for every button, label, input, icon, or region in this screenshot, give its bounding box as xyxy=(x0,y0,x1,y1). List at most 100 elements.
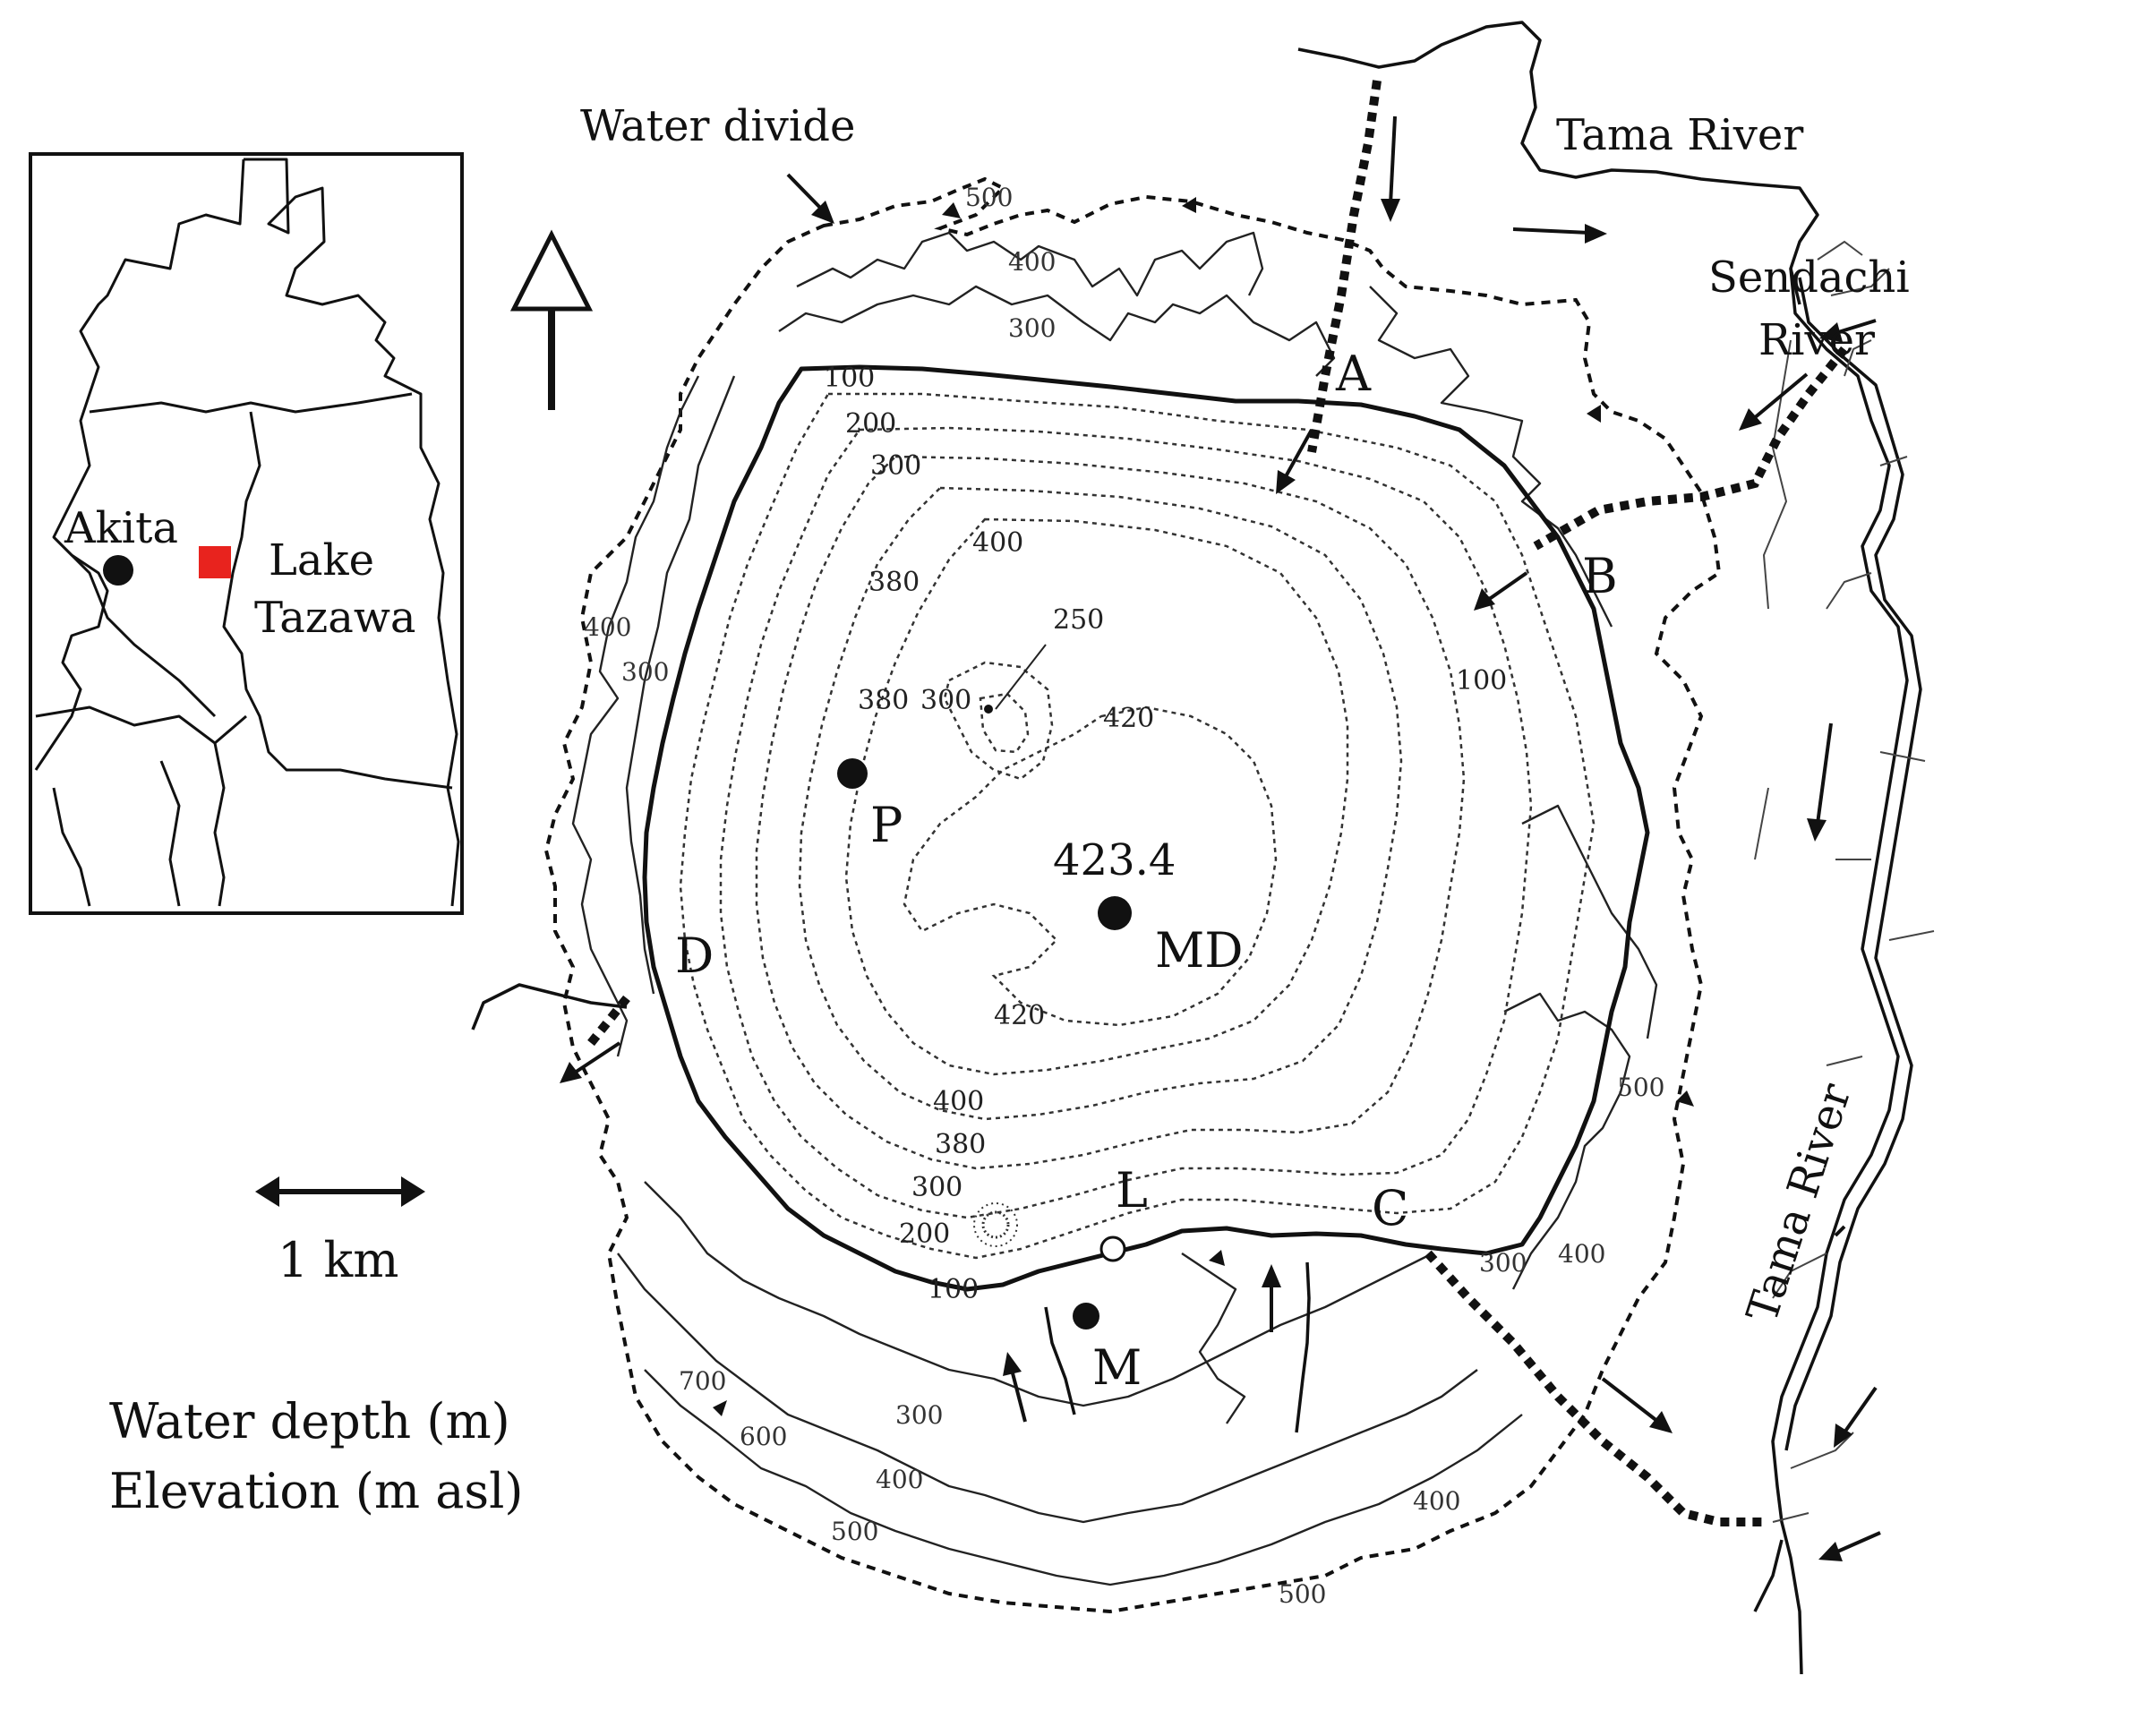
elev-label-700: 700 xyxy=(679,1366,726,1396)
scale-label: 1 km xyxy=(278,1232,398,1288)
river-tributaries-east xyxy=(1772,240,1935,1523)
crater-center-dot xyxy=(984,705,993,714)
depth-contour-200 xyxy=(719,426,1533,1219)
elevation-contour-ne xyxy=(1369,286,1613,628)
depth-label-400-top: 400 xyxy=(972,527,1023,559)
tama-river-main xyxy=(1771,268,1909,1675)
scale-bar: 1 km xyxy=(255,1176,425,1288)
depth-contour-crater-250 xyxy=(979,692,1030,754)
inflow-river-south-2 xyxy=(1295,1261,1311,1433)
depth-label-100-right: 100 xyxy=(1456,665,1507,697)
depth-contour-400 xyxy=(844,517,1349,1076)
lake-label-line1: Lake xyxy=(269,535,374,586)
elevation-contour-north-2 xyxy=(778,285,1336,377)
arrow-icon xyxy=(1834,1225,1846,1237)
site-MD-marker xyxy=(1098,896,1132,930)
tama-river-upper xyxy=(1297,21,1819,305)
channel-A xyxy=(1307,80,1382,453)
depth-label-250: 250 xyxy=(1053,604,1104,636)
inset-region-outline xyxy=(34,158,460,907)
depth-contour-crater-300 xyxy=(943,661,1054,781)
elevation-contour-east xyxy=(1503,992,1631,1290)
elevation-contour-north xyxy=(796,231,1264,297)
water-divide-line xyxy=(543,176,1722,1614)
depth-contour-300 xyxy=(755,455,1466,1170)
depth-label-300-bottom: 300 xyxy=(911,1172,962,1203)
elev-label-400-left: 400 xyxy=(584,612,631,642)
arrow-icon xyxy=(560,1041,621,1083)
depth-label-420-top: 420 xyxy=(1103,703,1154,734)
point-D-label: D xyxy=(675,928,714,984)
lake-tazawa-marker xyxy=(199,546,231,578)
inset-prefecture-border-1 xyxy=(89,392,413,414)
river-tributaries-west xyxy=(1754,339,1827,1299)
inset-prefecture-border-2 xyxy=(222,411,453,790)
point-L-label: L xyxy=(1116,1162,1148,1218)
elev-label-400-bottom-right: 400 xyxy=(1413,1486,1460,1516)
depth-label-100-bottom: 100 xyxy=(928,1274,979,1305)
divide-arrowhead-1 xyxy=(942,202,961,218)
depth-label-400-bottom: 400 xyxy=(933,1086,984,1117)
arrow-icon xyxy=(1739,372,1809,431)
depth-label-200-bottom: 200 xyxy=(899,1218,950,1250)
lake-label-line2: Tazawa xyxy=(254,593,416,643)
inflow-river-west xyxy=(471,983,628,1030)
arrow-icon xyxy=(1003,1352,1027,1423)
max-depth-label: 423.4 xyxy=(1053,835,1176,885)
elevation-contour-west xyxy=(571,375,700,1057)
depth-label-300-mid: 300 xyxy=(920,685,971,716)
elev-label-300-bottom: 300 xyxy=(895,1400,943,1430)
legend-water-depth: Water depth (m) xyxy=(109,1393,510,1449)
depth-contour-100 xyxy=(679,392,1596,1260)
depth-label-200-top: 200 xyxy=(845,408,896,440)
elevation-contour-south-lobe xyxy=(1181,1253,1246,1424)
water-divide-label: Water divide xyxy=(580,101,855,151)
site-P-marker xyxy=(837,758,868,789)
inset-prefecture-border-3 xyxy=(35,705,247,745)
channel-B xyxy=(1533,346,1848,551)
akita-city-marker xyxy=(103,555,133,586)
depth-label-100-top: 100 xyxy=(824,363,875,394)
arrow-icon xyxy=(1601,1377,1673,1433)
divide-arrowhead-5 xyxy=(713,1400,727,1416)
elevation-contour-south xyxy=(644,1181,1433,1407)
arrow-icon xyxy=(1474,571,1528,611)
outflow-river-east xyxy=(1753,1539,1784,1612)
point-A-label: A xyxy=(1335,346,1372,402)
elev-label-500-bottom: 500 xyxy=(1279,1579,1326,1609)
arrow-icon xyxy=(1818,1531,1881,1561)
point-M-label: M xyxy=(1092,1339,1142,1396)
elevation-contour-east-2 xyxy=(1521,804,1658,1039)
sendachi-label-line1: Sendachi xyxy=(1708,252,1910,303)
point-C-label: C xyxy=(1372,1180,1408,1236)
point-P-label: P xyxy=(870,797,903,853)
divide-arrowhead-2 xyxy=(1182,197,1196,213)
depth-contour-380 xyxy=(798,486,1403,1121)
elev-label-500-bottom-left: 500 xyxy=(831,1517,878,1546)
akita-label: Akita xyxy=(64,503,178,553)
arrow-icon xyxy=(1819,319,1877,342)
elev-label-600: 600 xyxy=(740,1422,787,1451)
inset-prefecture-border-4 xyxy=(52,742,226,907)
legend-elevation: Elevation (m asl) xyxy=(109,1463,523,1519)
elev-label-300-left: 300 xyxy=(621,657,669,687)
arrow-icon xyxy=(786,173,834,224)
elev-label-400-bottom-left: 400 xyxy=(876,1465,923,1494)
spring-crater-icon xyxy=(973,1202,1018,1247)
depth-label-420-bottom: 420 xyxy=(994,1000,1045,1031)
depth-contour-420 xyxy=(903,705,1278,1027)
elev-label-400-top: 400 xyxy=(1008,247,1056,277)
flow-arrows xyxy=(560,115,1881,1561)
arrow-icon xyxy=(1381,115,1400,222)
arrow-icon xyxy=(1262,1264,1281,1332)
elev-label-400-right: 400 xyxy=(1558,1239,1605,1269)
arrow-icon xyxy=(1512,224,1607,244)
elev-label-300-right: 300 xyxy=(1479,1248,1527,1278)
lake-shoreline xyxy=(642,364,1650,1292)
arrow-icon xyxy=(1807,722,1833,842)
point-B-label: B xyxy=(1582,548,1618,604)
elev-label-500-top: 500 xyxy=(965,183,1013,212)
sendachi-label-line2: River xyxy=(1758,315,1875,365)
